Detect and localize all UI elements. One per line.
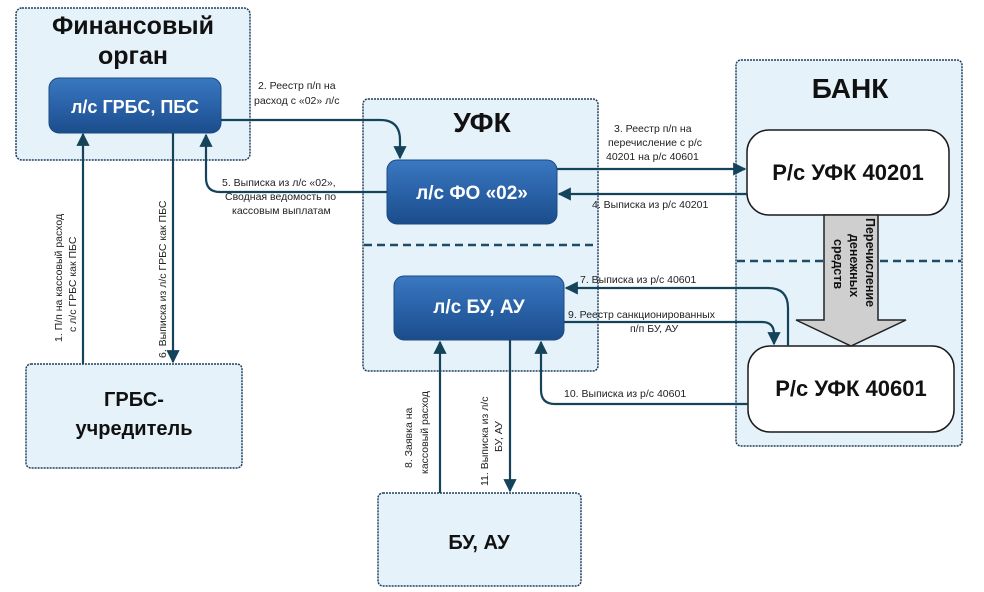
account-grbs-pbs-label: л/с ГРБС, ПБС xyxy=(71,97,199,117)
grbs-founder-box[interactable]: ГРБС- учредитель xyxy=(25,363,243,469)
flow-2-label-line2: расход с «02» л/с xyxy=(254,95,339,107)
flow-8: 8. Заявка на кассовый расход xyxy=(403,340,447,493)
flow-8-label-line1: 8. Заявка на xyxy=(403,408,415,468)
flow-8-label-line2: кассовый расход xyxy=(419,391,431,474)
flow-9-label-line1: 9. Реестр санкционированных xyxy=(568,309,716,321)
account-fo-02[interactable]: л/с ФО «02» xyxy=(386,159,558,225)
transfer-label-line3: средств xyxy=(831,239,845,289)
flow-5-label-line2: Сводная ведомость по xyxy=(225,191,336,203)
flow-10-label: 10. Выписка из р/с 40601 xyxy=(564,388,686,400)
flow-1-label-line1: 1. П/п на кассовый расход xyxy=(53,214,65,342)
flow-9: 9. Реестр санкционированных п/п БУ, АУ xyxy=(564,309,781,346)
flow-6-label: 6. Выписка из л/с ГРБС как ПБС xyxy=(157,200,169,358)
flow-9-label-line2: п/п БУ, АУ xyxy=(630,323,679,335)
bank-title: БАНК xyxy=(812,73,890,104)
account-fo-02-label: л/с ФО «02» xyxy=(416,183,528,204)
flow-10-line xyxy=(534,340,748,406)
flow-3-label-line2: перечисление с р/с xyxy=(608,137,702,149)
flow-2: 2. Реестр п/п на расход с «02» л/с xyxy=(221,80,407,160)
flow-11-label-line1: 11. Выписка из л/с xyxy=(479,396,491,486)
flow-4: 4. Выписка из р/с 40201 xyxy=(557,187,747,211)
flow-11: 11. Выписка из л/с БУ, АУ xyxy=(479,340,517,493)
flow-9-line xyxy=(564,320,781,346)
account-bu-au-label: л/с БУ, АУ xyxy=(433,297,525,318)
financial-organ-title-line2: орган xyxy=(98,42,168,70)
bank-account-40201-label: Р/с УФК 40201 xyxy=(772,160,923,185)
flow-2-line xyxy=(221,118,407,160)
transfer-label-line2: денежных xyxy=(847,234,861,297)
ufk-title: УФК xyxy=(453,107,511,138)
flow-3-label-line1: 3. Реестр п/п на xyxy=(614,123,692,135)
flow-3-label-line3: 40201 на р/с 40601 xyxy=(606,151,699,163)
flow-2-label-line1: 2. Реестр п/п на xyxy=(258,80,336,92)
bu-au-label: БУ, АУ xyxy=(448,532,510,554)
flow-3: 3. Реестр п/п на перечисление с р/с 4020… xyxy=(557,123,747,176)
bu-au-box[interactable]: БУ, АУ xyxy=(377,492,582,587)
flow-11-label-line2: БУ, АУ xyxy=(493,421,505,452)
flow-7: 7. Выписка из р/с 40601 xyxy=(564,274,790,346)
flow-5: 5. Выписка из л/с «02», Сводная ведомост… xyxy=(199,133,387,217)
flow-7-label: 7. Выписка из р/с 40601 xyxy=(580,274,696,286)
flow-1: 1. П/п на кассовый расход с л/с ГРБС как… xyxy=(53,132,90,364)
flow-7-line xyxy=(564,281,790,346)
flow-5-line xyxy=(199,133,387,194)
flow-4-label: 4. Выписка из р/с 40201 xyxy=(592,199,708,211)
account-grbs-pbs[interactable]: л/с ГРБС, ПБС xyxy=(48,77,222,134)
bank-account-40201[interactable]: Р/с УФК 40201 xyxy=(746,129,950,216)
flow-5-label-line1: 5. Выписка из л/с «02», xyxy=(222,177,336,189)
money-transfer-arrow: Перечисление денежных средств xyxy=(795,214,907,347)
bank-account-40601[interactable]: Р/с УФК 40601 xyxy=(747,345,955,433)
financial-organ-title-line1: Финансовый xyxy=(52,12,214,40)
grbs-founder-line1: ГРБС- xyxy=(104,389,164,411)
account-bu-au[interactable]: л/с БУ, АУ xyxy=(393,275,565,341)
flow-10: 10. Выписка из р/с 40601 xyxy=(534,340,748,406)
flow-6: 6. Выписка из л/с ГРБС как ПБС xyxy=(157,133,180,364)
transfer-label-line1: Перечисление xyxy=(863,218,877,307)
flow-5-label-line3: кассовым выплатам xyxy=(232,205,331,217)
grbs-founder-line2: учредитель xyxy=(76,418,193,440)
flow-1-label-line2: с л/с ГРБС как ПБС xyxy=(67,236,79,332)
bank-account-40601-label: Р/с УФК 40601 xyxy=(775,376,926,401)
